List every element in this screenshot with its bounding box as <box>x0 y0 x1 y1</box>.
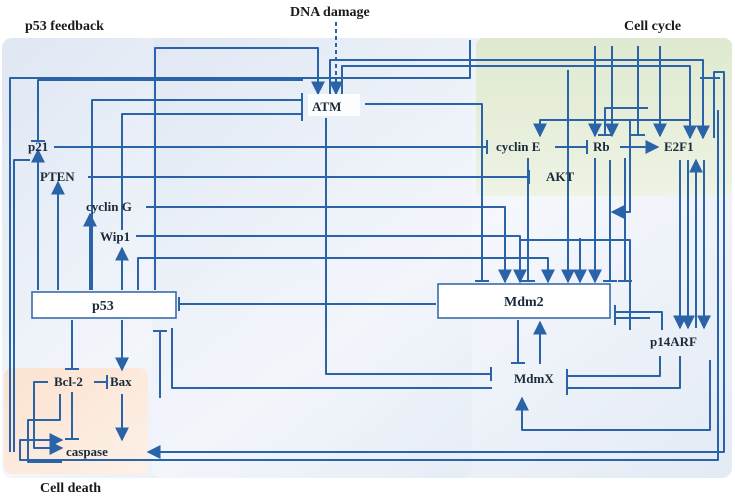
e2f1-node: E2F1 <box>664 139 694 154</box>
pten-node: PTEN <box>40 169 75 184</box>
mdm2-box <box>437 283 611 319</box>
p14arf-node: p14ARF <box>650 334 697 349</box>
bcl2-node: Bcl-2 <box>54 374 83 389</box>
damage-region-label: DNA damage <box>290 5 370 20</box>
cyclin-g-node: cyclin G <box>86 199 132 214</box>
atm-node-bg <box>308 94 360 116</box>
cycle-region-label: Cell cycle <box>624 19 681 34</box>
wip1-node: Wip1 <box>100 229 130 244</box>
mdm2-node: Mdm2 <box>504 295 544 310</box>
cyclin-e-node: cyclin E <box>496 139 540 154</box>
atm-node: ATM <box>312 99 341 114</box>
caspase-node: caspase <box>66 444 108 459</box>
edges <box>9 22 725 463</box>
rb-node: Rb <box>593 139 610 154</box>
feedback-region-label: p53 feedback <box>25 19 104 34</box>
p21-node: p21 <box>28 139 48 154</box>
p53-box <box>31 291 177 319</box>
nodes: ATM p21 PTEN cyclin G Wip1 p53 Mdm2 MdmX… <box>28 94 697 459</box>
mdmx-node: MdmX <box>514 371 554 386</box>
bax-node: Bax <box>110 374 132 389</box>
death-region-label: Cell death <box>40 481 101 496</box>
akt-node: AKT <box>546 169 575 184</box>
p53-node: p53 <box>92 299 114 314</box>
